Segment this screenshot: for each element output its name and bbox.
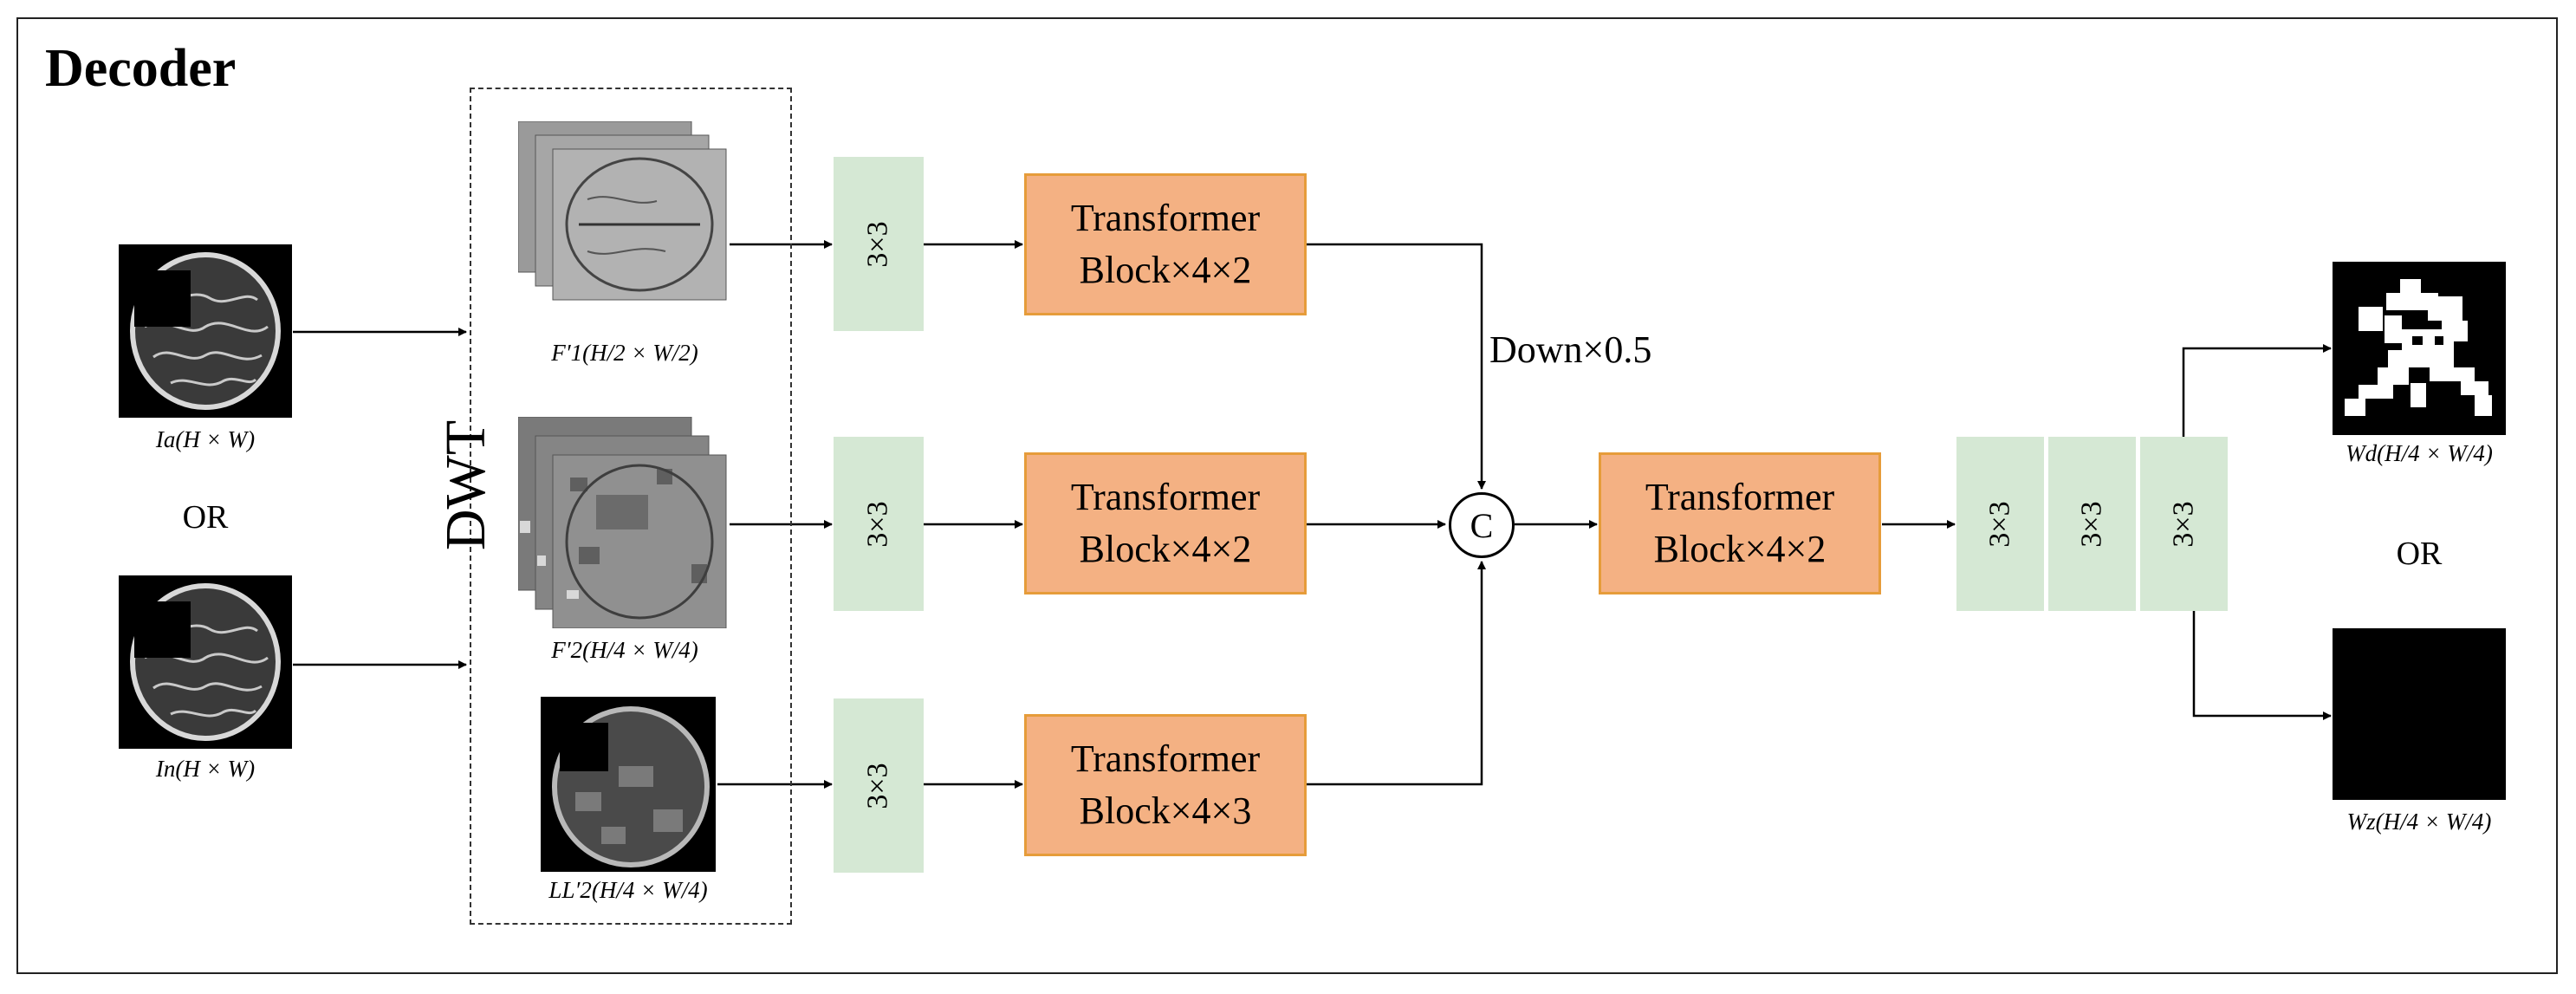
normal-image-caption: In(H × W) <box>155 756 256 782</box>
transformer-bottom-line2: Block×4×3 <box>1079 789 1252 832</box>
wz-caption: Wz(H/4 × W/4) <box>2346 809 2492 835</box>
input-or-label: OR <box>182 499 229 536</box>
transformer-bottom-line1: Transformer <box>1070 737 1261 780</box>
diagram-frame <box>16 17 2558 974</box>
arrow-conv-to-wz <box>2192 611 2332 720</box>
conv3x3-middle: 3×3 <box>834 437 924 611</box>
conv3x3-final-2-label: 3×3 <box>2075 500 2108 548</box>
transformer-top-line2: Block×4×2 <box>1079 249 1252 291</box>
transformer-fusion-line2: Block×4×2 <box>1653 528 1827 570</box>
transformer-block-bottom: Transformer Block×4×3 <box>1024 714 1307 856</box>
f1-caption: F′1(H/2 × W/2) <box>551 340 698 366</box>
transformer-top-line1: Transformer <box>1070 197 1261 239</box>
conv3x3-final-3-label: 3×3 <box>2167 500 2200 548</box>
arrow-tb-top-to-concat <box>1307 243 1486 490</box>
attacked-brain-image <box>119 244 292 418</box>
concat-node: C <box>1449 492 1515 558</box>
diagram-title: Decoder <box>45 39 237 98</box>
transformer-block-middle: Transformer Block×4×2 <box>1024 452 1307 594</box>
transformer-fusion-line1: Transformer <box>1645 476 1835 518</box>
conv3x3-top: 3×3 <box>834 157 924 331</box>
conv3x3-final-1-label: 3×3 <box>1983 500 2016 548</box>
ll2-subband-image <box>541 697 716 872</box>
wd-caption: Wd(H/4 × W/4) <box>2346 440 2493 466</box>
zero-watermark-image <box>2333 628 2506 800</box>
arrow-tb-bottom-to-concat <box>1307 561 1486 786</box>
transformer-middle-line1: Transformer <box>1070 476 1261 518</box>
transformer-block-fusion: Transformer Block×4×2 <box>1599 452 1881 594</box>
conv3x3-top-label: 3×3 <box>862 220 894 268</box>
normal-brain-image <box>119 575 292 749</box>
attacked-image-caption: Ia(H × W) <box>155 426 256 452</box>
dwt-label: DWT <box>434 419 497 551</box>
conv3x3-final-1: 3×3 <box>1956 437 2044 611</box>
ll2-caption: LL′2(H/4 × W/4) <box>548 877 708 903</box>
downsample-label: Down×0.5 <box>1489 328 1652 371</box>
conv3x3-final-2: 3×3 <box>2048 437 2136 611</box>
transformer-middle-line2: Block×4×2 <box>1079 528 1252 570</box>
watermark-output-image <box>2333 262 2506 435</box>
conv3x3-bottom: 3×3 <box>834 698 924 873</box>
arrow-conv-to-wd <box>2182 344 2332 438</box>
conv3x3-final-3: 3×3 <box>2140 437 2228 611</box>
conv3x3-middle-label: 3×3 <box>862 500 894 548</box>
f1-subband-stack <box>518 121 727 301</box>
output-or-label: OR <box>2396 536 2443 572</box>
f2-subband-stack <box>518 417 727 628</box>
dwt-region <box>470 88 792 925</box>
transformer-block-top: Transformer Block×4×2 <box>1024 173 1307 315</box>
conv3x3-bottom-label: 3×3 <box>862 762 894 809</box>
f2-caption: F′2(H/4 × W/4) <box>551 637 698 663</box>
